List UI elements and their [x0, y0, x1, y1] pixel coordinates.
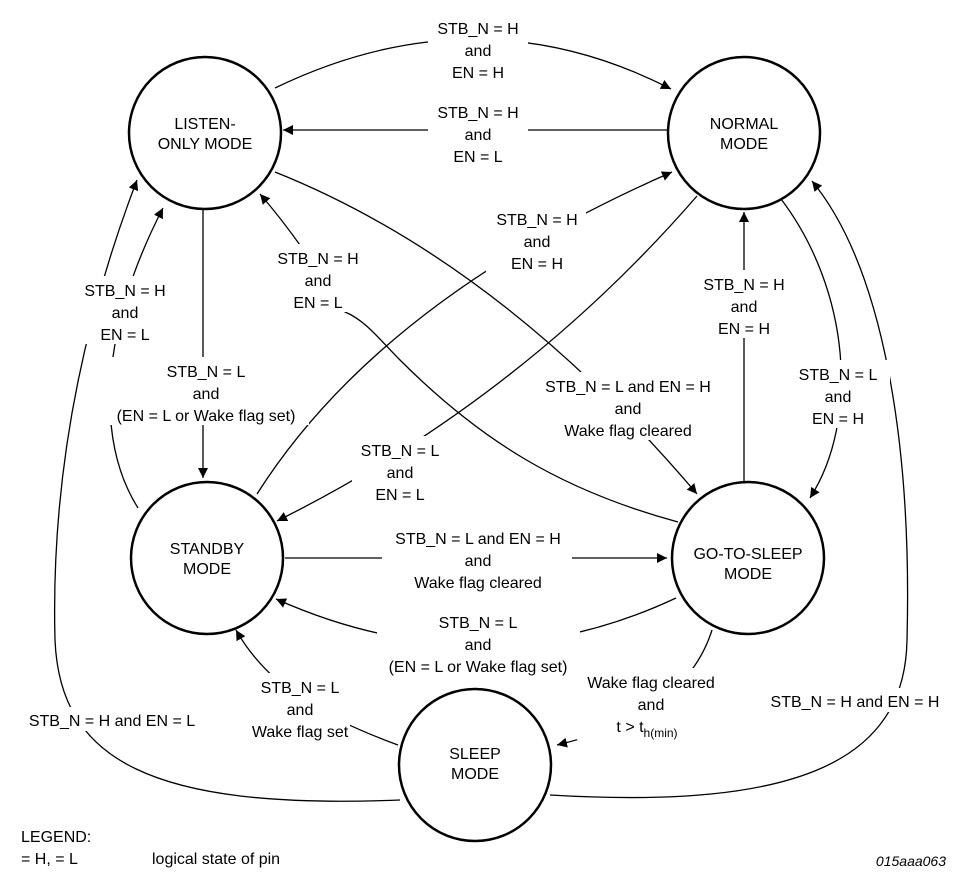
figure-id: 015aaa063 [875, 853, 946, 869]
legend-symbols: = H, = L [21, 851, 78, 868]
state-listen-only: LISTEN-ONLY MODE [127, 55, 283, 211]
label-sleep-to-normal: STB_N = H and EN = H [771, 694, 940, 711]
label-sleep-to-listen: STB_N = H and EN = L [29, 713, 195, 730]
legend-title: LEGEND: [21, 829, 92, 846]
arrow-sleep-to-normal [549, 180, 909, 799]
arrow-gts-to-listen [259, 193, 679, 523]
legend-description: logical state of pin [152, 851, 281, 868]
arrow-normal-to-gts [780, 198, 842, 499]
arrow-standby-to-normal [256, 171, 673, 495]
arrow-normal-to-standby [276, 195, 698, 522]
svg-text:LISTEN-ONLY MODE: LISTEN-ONLY MODE [158, 116, 253, 153]
